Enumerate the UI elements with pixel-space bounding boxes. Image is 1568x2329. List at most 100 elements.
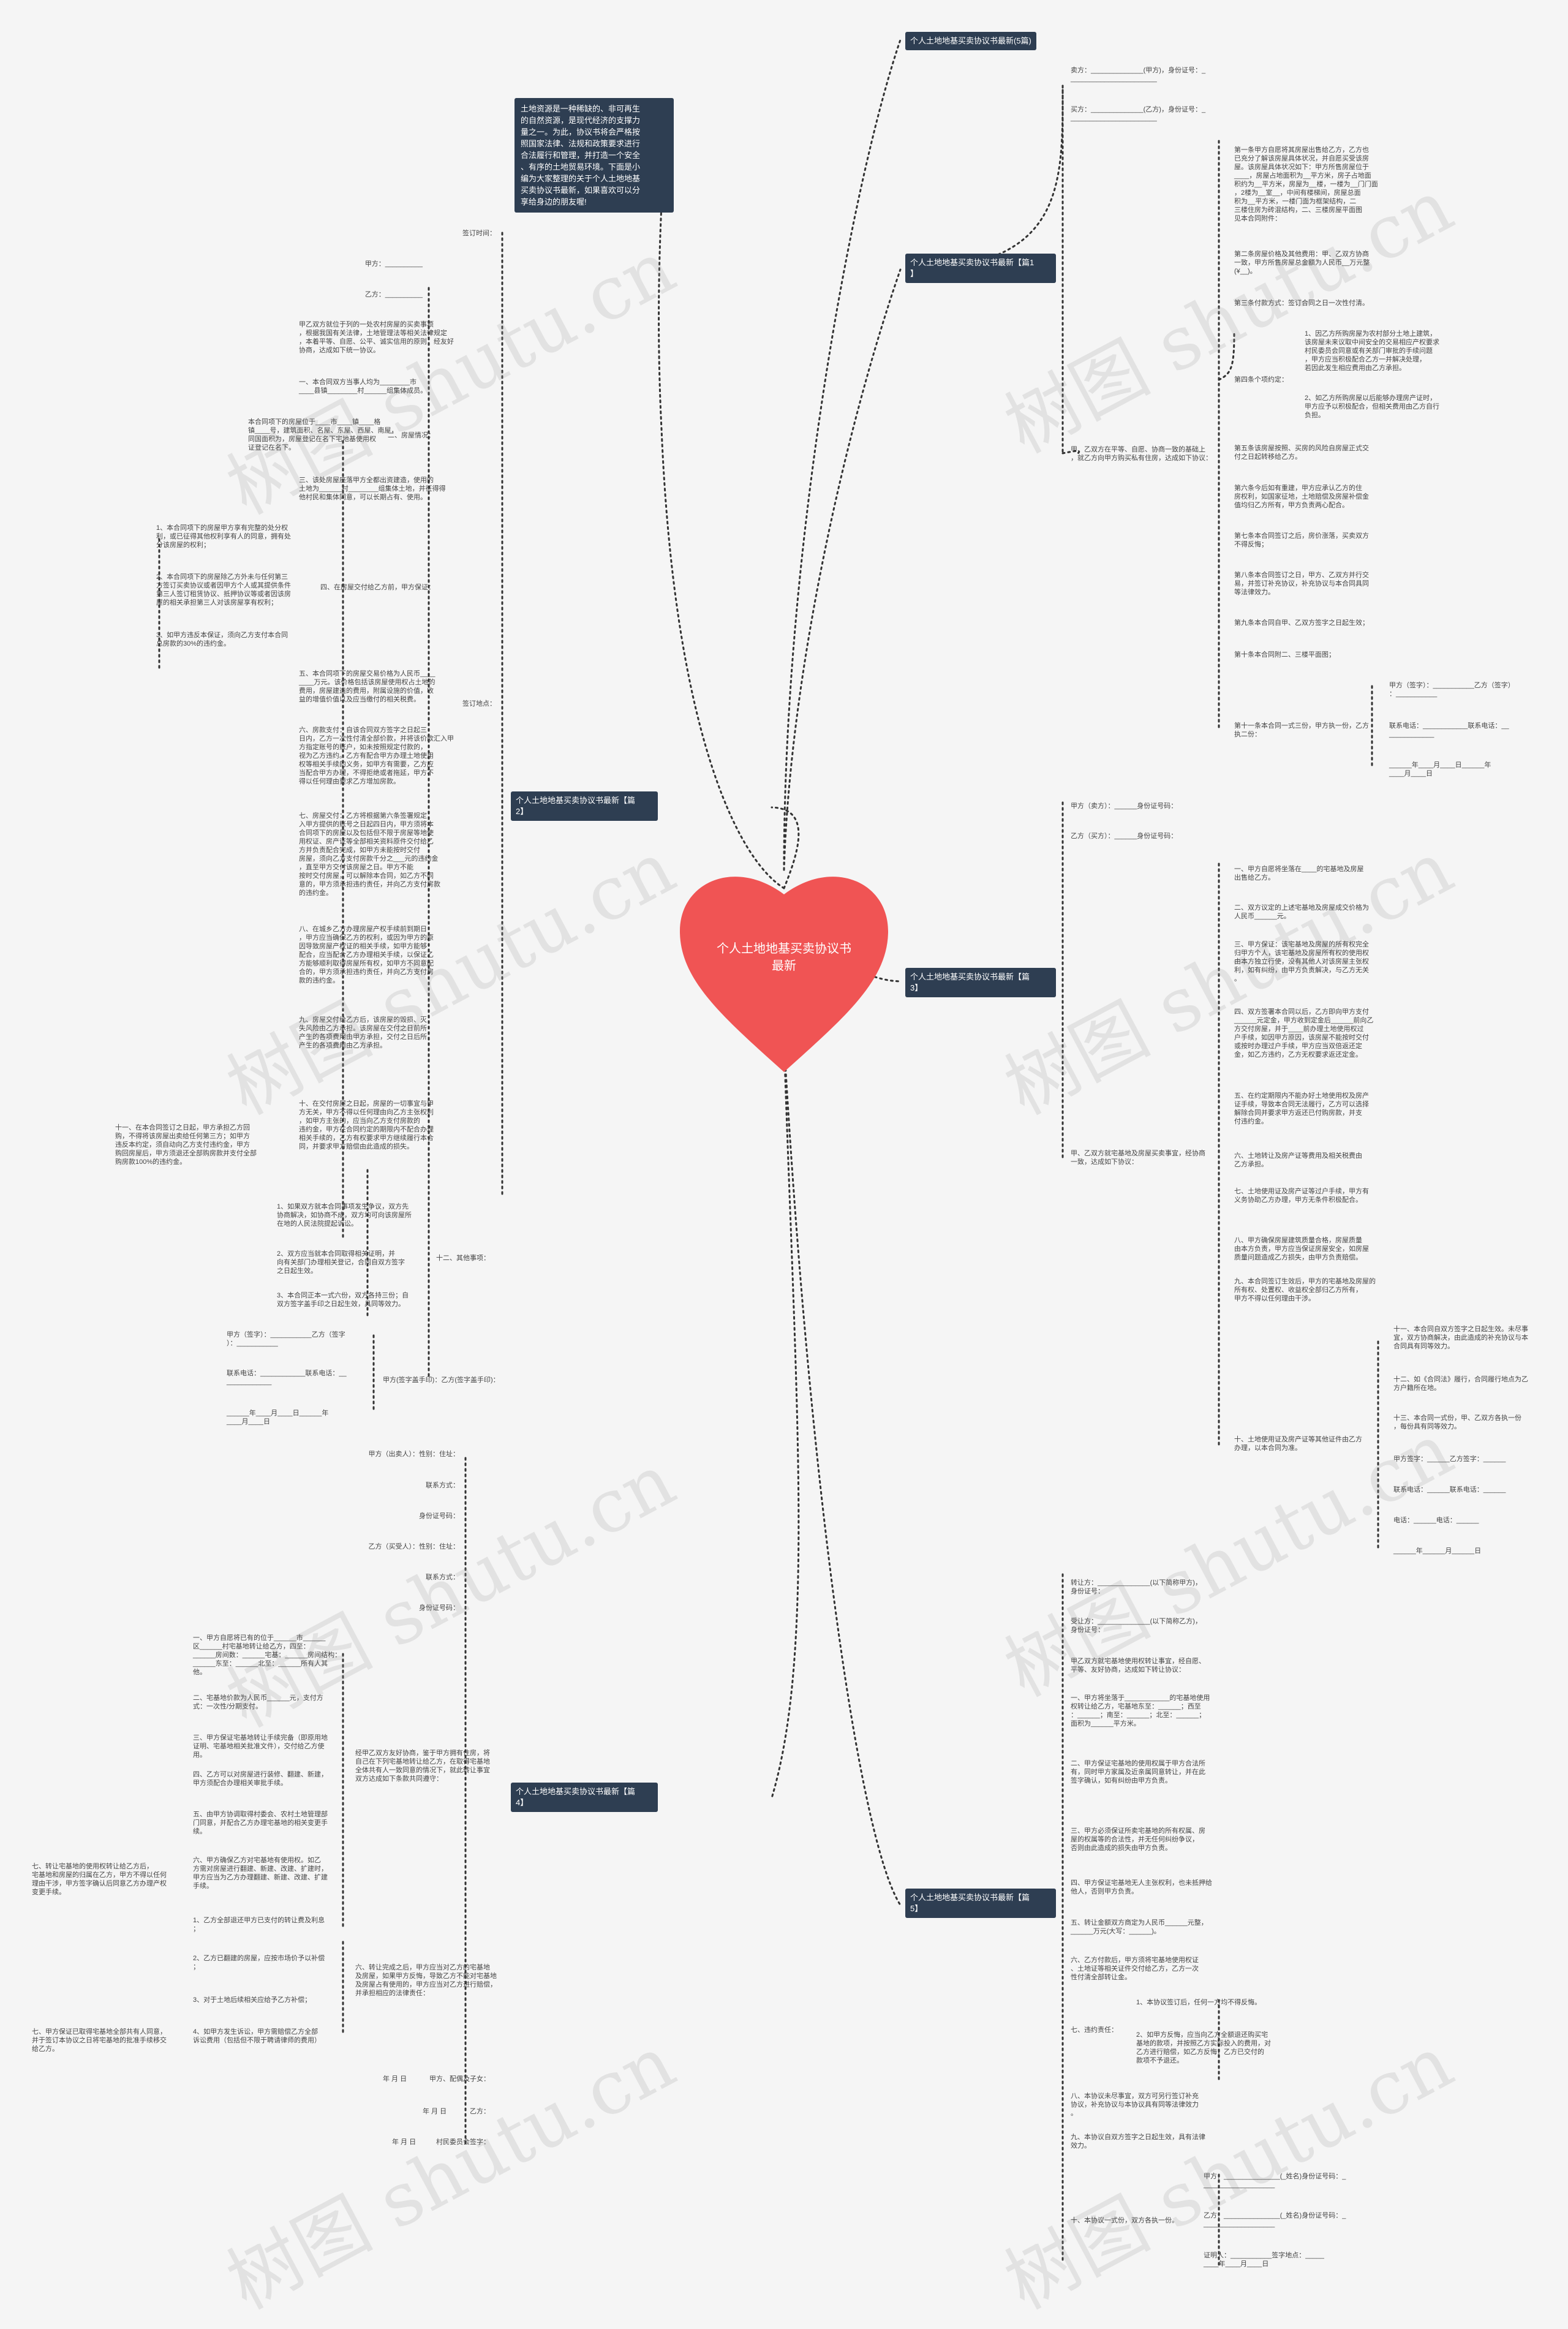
b2-party-a: 甲方：__________ — [343, 260, 423, 268]
b1-fourth-item: 2、如乙方所购房屋以后能够办理房产证时， 甲方应予以积极配合，但相关费用由乙方自… — [1305, 394, 1439, 420]
b1-clause: 第九条本合同自甲、乙双方签字之日起生效； — [1234, 619, 1369, 627]
b3-buyer: 乙方（买方）：______身份证号码： — [1071, 832, 1177, 840]
b3-sign: 联系电话：______联系电话：______ — [1393, 1485, 1506, 1494]
b4-field: 乙方（买受人）：性别：住址： — [343, 1542, 459, 1551]
b4-item: 三、甲方保证宅基地转让手续完备（即原用地 证明、宅基地相关批准文件），交付给乙方… — [193, 1734, 328, 1759]
b2-item12-list: 2、双方应当就本合同取得相关证明，并 向有关部门办理相关登记，合同自双方签字 之… — [277, 1250, 405, 1275]
b2-sign: 联系电话：____________联系电话：__ ____________ — [227, 1369, 347, 1386]
b5-item: 二、甲方保证宅基地的使用权属于甲方合法所 有，同时甲方家属及近亲属同意转让，并在… — [1071, 1759, 1205, 1785]
b4-sixth-item: 2、乙方已翻建的房屋，应按市场价予以补偿 ； — [193, 1954, 325, 1971]
b4-date: 年 月 日 — [392, 2138, 416, 2146]
b3-clause: 九、本合同签订生效后，甲方的宅基地及房屋的 所有权、处置权、收益权全部归乙方所有… — [1234, 1277, 1376, 1303]
b3-tenth: 十、土地使用证及房产证等其他证件由乙方 办理，以本合同为准。 — [1234, 1435, 1362, 1452]
b4-sixth-item: 3、对于土地后续相关应给予乙方补偿； — [193, 1996, 311, 2004]
b4-sixth-label: 六、转让完成之后，甲方应当对乙方的宅基地 及房屋，如果甲方反悔，导致乙方不能对宅… — [355, 1963, 497, 1998]
b1-fourth-item: 1、因乙方所购房屋为农村部分土地上建筑， 该房屋未来议取中间安全的交易相应产权要… — [1305, 330, 1439, 372]
b2-item5: 五、本合同项下的房屋交易价格为人民币____ ____万元。该价格包括该房屋使用… — [299, 670, 435, 704]
b5-item: 一、甲方将坐落于____________的宅基地使用 权转让给乙方，宅基地东至：… — [1071, 1694, 1210, 1728]
b5-ninth: 九、本协议自双方签字之日起生效，具有法律 效力。 — [1071, 2133, 1205, 2150]
b5-buyer: 受让方：______________(以下简称乙方)， 身份证号： — [1071, 1617, 1202, 1634]
b5-tenth: 十、本协议一式份，双方各执一份。 — [1071, 2216, 1178, 2225]
branch-article-3[interactable]: 个人土地地基买卖协议书最新【篇 3】 — [905, 968, 1056, 997]
b3-sub: 十三、本合同一式份，甲、乙双方各执一份 ，每份具有同等效力。 — [1393, 1414, 1521, 1431]
b5-item: 四、甲方保证宅基地无人主张权利，也未抵押给 他人，否则甲方负责。 — [1071, 1879, 1212, 1896]
b2-item6: 六、房款支付：自该合同双方签字之日起三 日内，乙方一次性付清全部价款，并将该价款… — [299, 726, 454, 786]
branch-article-5[interactable]: 个人土地地基买卖协议书最新【篇 5】 — [905, 1889, 1056, 1918]
b1-sign: 甲方（签字）：___________乙方（签字） ：___________ — [1389, 681, 1515, 698]
b4-field: 联系方式： — [343, 1573, 459, 1582]
center-title[interactable]: 个人土地地基买卖协议书 最新 — [704, 940, 864, 975]
b2-item4-list: 3、如甲方违反本保证，须向乙方支付本合同 总房款的30%的违约金。 — [156, 631, 288, 648]
b5-main: 甲乙双方就宅基地使用权转让事宜，经自愿、 平等、友好协商，达成如下转让协议： — [1071, 1657, 1205, 1674]
b1-clause: 第十条本合同附二、三楼平面图； — [1234, 651, 1335, 659]
branch-article-4[interactable]: 个人土地地基买卖协议书最新【篇 4】 — [511, 1783, 658, 1812]
b5-seller: 转让方：______________(以下简称甲方)， 身份证号： — [1071, 1579, 1202, 1596]
b5-item: 六、乙方付款后，甲方须将宅基地使用权证 、土地证等相关证件交付给乙方，乙方一次 … — [1071, 1956, 1199, 1982]
b2-sign: ______年____月____日______年 ____月____日 — [227, 1409, 328, 1426]
b5-item: 五、转让金额双方商定为人民币______元整， ______万元(大写：____… — [1071, 1919, 1208, 1936]
b5-eighth: 八、本协议未尽事宜，双方可另行签订补充 协议，补充协议与本协议具有同等法律效力 … — [1071, 2092, 1199, 2118]
b4-eighth: 七、甲方保证已取得宅基地全部共有人同意， 并于签订本协议之日将宅基地的批准手续移… — [32, 2028, 167, 2053]
b1-clause: 第七条本合同签订之后，房价涨落，买卖双方 不得反悔； — [1234, 532, 1369, 549]
b3-sign: ______年______月______日 — [1393, 1547, 1481, 1555]
b1-clause: 第五条该房屋按照、买房的风险自房屋正式交 付之日起转移给乙方。 — [1234, 444, 1369, 461]
b3-clause: 六、土地转让及房产证等费用及相关税费由 乙方承担。 — [1234, 1152, 1362, 1169]
b1-seller: 卖方：______________(甲方)，身份证号：_ ___________… — [1071, 66, 1205, 83]
b3-seller: 甲方（卖方）：______身份证号码： — [1071, 802, 1177, 810]
b2-item7: 七、房屋交付：乙方将根据第六条签署规定 入甲方提供的账号之日起四日内，甲方须将本… — [299, 812, 440, 897]
branch-overview[interactable]: 个人土地地基买卖协议书最新(5篇) — [905, 32, 1036, 50]
b1-main: 甲、乙双方在平等、自愿、协商一致的基础上 ，就乙方向甲方购买私有住房，达成如下协… — [1071, 445, 1212, 462]
b3-sign: 甲方签字：______乙方签字：______ — [1393, 1455, 1506, 1463]
b2-item9: 九、房屋交付给乙方后，该房屋的毁损、灭 失风险由乙方承担。该房屋在交付之日前所 … — [299, 1016, 427, 1050]
b1-sign: 联系电话：____________联系电话：__ ____________ — [1389, 722, 1509, 739]
b4-item: 六、甲方确保乙方对宅基地有使用权。如乙 方需对房屋进行翻建、新建、改建、扩建时，… — [193, 1856, 328, 1890]
b4-sixth-item: 4、如甲方发生诉讼，甲方需赔偿乙方全部 诉讼费用（包括但不限于聘请律师的费用） — [193, 2028, 321, 2045]
b2-item4-list: 1、本合同项下的房屋甲方享有完整的处分权 利，或已征得其他权利享有人的同意，拥有… — [156, 524, 291, 549]
b4-field: 甲方（出卖人）：性别：住址： — [343, 1450, 459, 1459]
b4-item: 一、甲方自愿将已有的位于______市______ 区______村宅基地转让给… — [193, 1634, 341, 1677]
b1-eleventh: 第十一条本合同一式三份，甲方执一份，乙方 执二份： — [1234, 722, 1369, 739]
b2-item12-list: 3、本合同正本一式六份，双方各持三份；自 双方签字盖手印之日起生效，具同等效力。 — [277, 1291, 409, 1308]
b4-seventh: 七、转让宅基地的使用权转让给乙方后， 宅基地和房屋的归属在乙方，甲方不得以任何 … — [32, 1862, 167, 1897]
b2-item10: 十、在交付房屋之日起，房屋的一切事宜与甲 方无关，甲方不得以任何理由向乙方主张权… — [299, 1100, 434, 1151]
b3-sub: 十二、如《合同法》履行，合同履行地点为乙 方户籍所在地。 — [1393, 1375, 1528, 1392]
branch-article-2[interactable]: 个人土地地基买卖协议书最新【篇 2】 — [511, 791, 658, 821]
b3-clause: 四、双方签署本合同以后，乙方即向甲方支付 ______元定金，甲方收到定金后__… — [1234, 1008, 1373, 1059]
b5-item: 三、甲方必须保证所卖宅基地的所有权属、房 屋的权属等的合法性，并无任何纠纷争议，… — [1071, 1827, 1205, 1852]
b5-sign: 证明人：___________签字地点：_____ ____年____月____… — [1204, 2251, 1324, 2268]
b4-field: 联系方式： — [343, 1481, 459, 1490]
b1-buyer: 买方：______________(乙方)，身份证号：_ ___________… — [1071, 105, 1205, 123]
b4-main: 经甲乙双方友好协商，鉴于甲方拥有住房，将 自己在下列宅基地转让给乙方，在取得宅基… — [355, 1749, 490, 1783]
b2-item11: 十一、在本合同签订之日起，甲方承担乙方回 购，不得将该房屋出卖给任何第三方；如甲… — [115, 1123, 257, 1166]
b5-seventh-label: 七、违约责任： — [1071, 2026, 1118, 2034]
b4-item: 二、宅基地价款为人民币______元，支付方 式：一次性/分期支付。 — [193, 1694, 323, 1711]
b2-item2: 本合同项下的房屋位于____市____镇____格 镇____号，建筑面积、名屋… — [248, 418, 398, 452]
branch-article-1[interactable]: 个人土地地基买卖协议书最新【篇1 】 — [905, 254, 1056, 283]
b3-sign: 电话：______电话：______ — [1393, 1516, 1479, 1525]
b2-item12-label: 十二、其他事项： — [423, 1254, 490, 1263]
b1-sign: ______年____月____日______年 ____月____日 — [1389, 761, 1491, 778]
b2-item3: 三、该处房屋座落甲方全都出资建造，使用的 土地为______村________组… — [299, 476, 446, 502]
b3-clause: 一、甲方自愿将坐落在____的宅基地及房屋 出售给乙方。 — [1234, 865, 1363, 882]
b2-preamble: 甲乙双方就位于列的一处农村房屋的买卖事项 ，根据我国有关法律，土地管理法等相关法… — [299, 320, 454, 355]
intro-node[interactable]: 土地资源是一种稀缺的、非可再生 的自然资源，是现代经济的支撑力 量之一。为此，协… — [514, 98, 674, 213]
b1-clause: 第一条甲方自愿将其房屋出售给乙方，乙方也 已充分了解该房屋具体状况，并自愿买受该… — [1234, 146, 1378, 223]
b1-clause: 第三条付款方式：签订合同之日一次性付清。 — [1234, 299, 1369, 308]
b1-clause: 第八条本合同签订之日，甲方、乙双方并行交 易，并签订补充协议，补充协议与本合同具… — [1234, 571, 1369, 597]
b4-sixth-item: 1、乙方全部退还甲方已支付的转让费及利息 ； — [193, 1916, 325, 1933]
b3-clause: 三、甲方保证：该宅基地及房屋的所有权完全 归甲方个人，该宅基地及房屋所有权的使用… — [1234, 940, 1369, 983]
b3-clause: 五、在约定期限内不能办好土地使用权及房产 证手续，导致本合同无法履行，乙方可以选… — [1234, 1092, 1369, 1126]
b2-sign-label: 甲方(签字盖手印)：乙方(签字盖手印)： — [383, 1376, 500, 1384]
b2-item4-list: 2、本合同项下的房屋除乙方外未与任何第三 方签订买卖协议或者因甲方个人或其提供条… — [156, 573, 291, 607]
b3-sub: 十一、本合同自双方签字之日起生效。未尽事 宜，双方协商解决，由此造成的补充协议与… — [1393, 1325, 1528, 1351]
b4-field: 身份证号码： — [343, 1512, 459, 1520]
b3-main: 甲、乙双方就宅基地及房屋买卖事宜，经协商 一致，达成如下协议： — [1071, 1149, 1205, 1166]
b5-sign: 甲方：_______________(_姓名)身份证号码：_ _________… — [1204, 2172, 1346, 2189]
b2-sign-place: 签订地点： — [429, 700, 496, 708]
b4-date: 年 月 日 — [423, 2107, 447, 2116]
b2-item12-list: 1、如果双方就本合同事项发生争议，双方先 协商解决，如协商不成，双方均可向该房屋… — [277, 1202, 412, 1228]
b1-fourth: 第四条个项约定： — [1234, 376, 1288, 384]
b4-field: 身份证号码： — [343, 1604, 459, 1612]
b1-clause: 第二条房屋价格及其他费用：甲、乙双方协商 一致，甲方所售房屋总金额为人民币__万… — [1234, 250, 1370, 276]
b2-party-b: 乙方：__________ — [343, 290, 423, 299]
